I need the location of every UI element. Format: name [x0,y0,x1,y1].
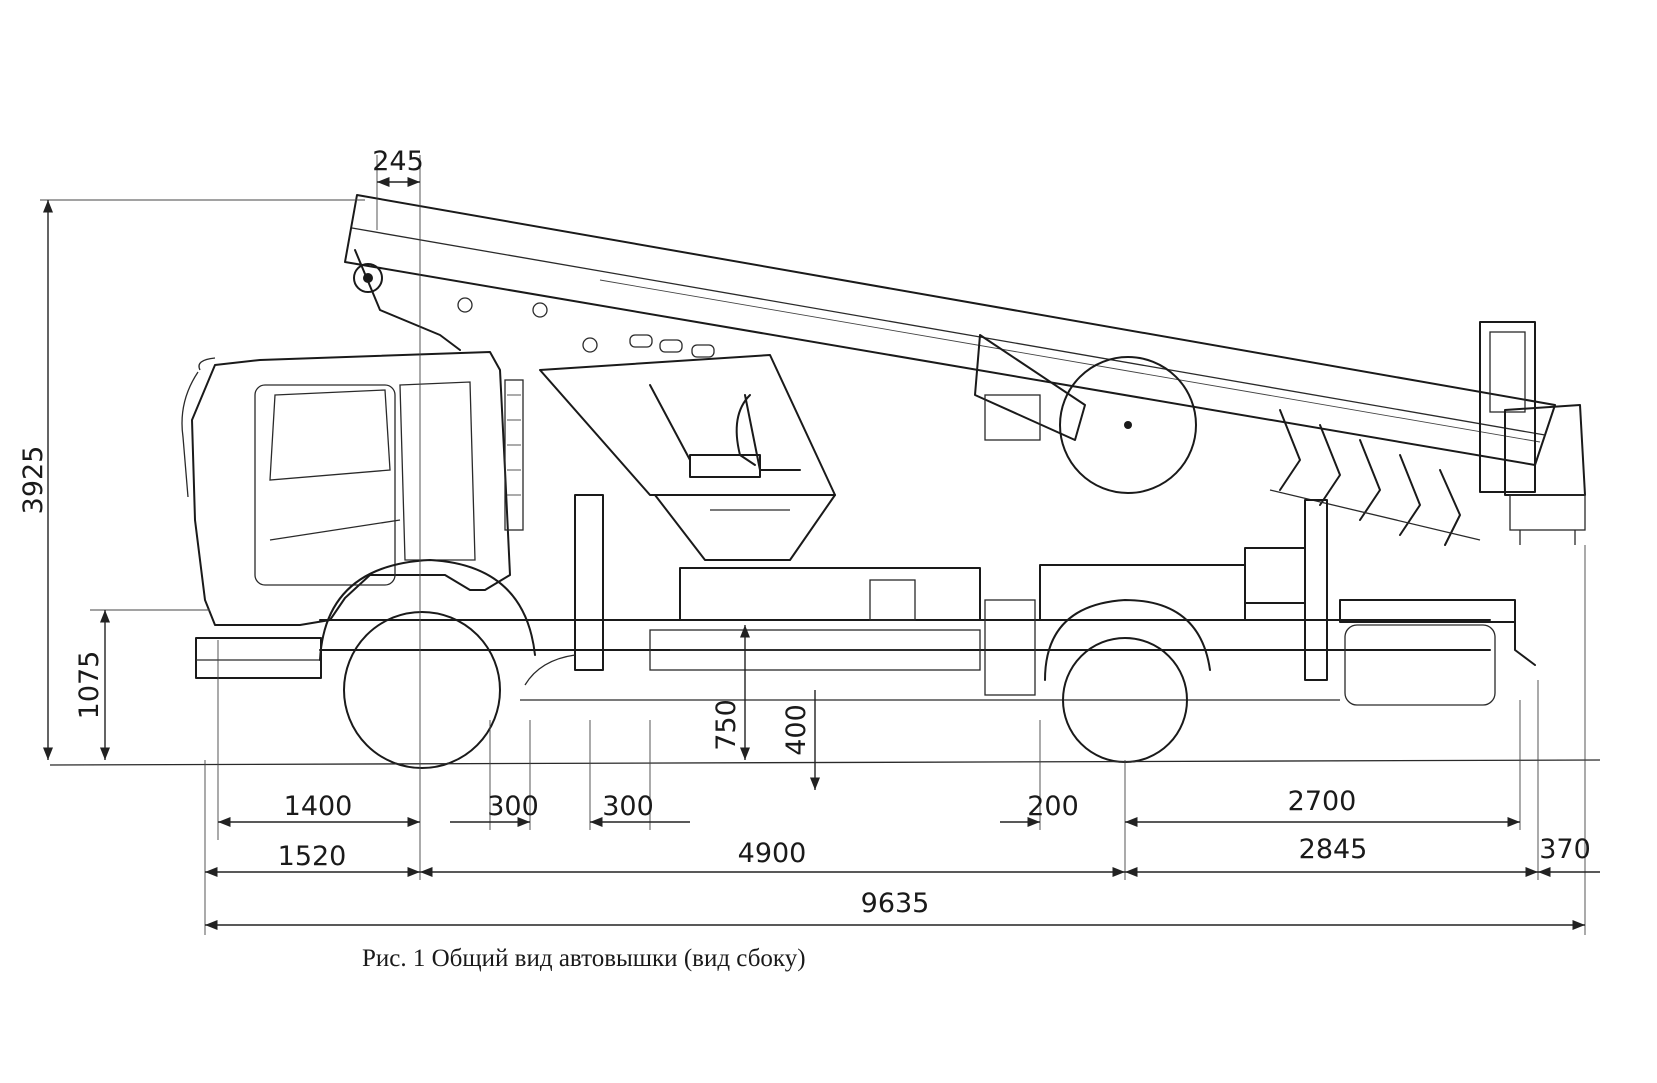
dim-245: 245 [372,146,424,177]
boom-rest-linkage [1269,409,1481,546]
dim-3925: 3925 [18,446,49,515]
figure-caption: Рис. 1 Общий вид автовышки (вид сбоку) [362,945,806,972]
telescopic-boom [344,194,1556,494]
work-basket [1479,321,1586,545]
extension-lines [40,155,1586,935]
dim-1520: 1520 [278,841,347,872]
dim-2845: 2845 [1299,834,1368,865]
boom-turret [539,354,836,561]
dim-370: 370 [1539,834,1591,865]
dim-400: 400 [781,704,812,756]
dim-200: 200 [1027,791,1079,822]
dimension-lines [42,176,1600,931]
chassis-frame [319,494,1536,706]
dim-9635: 9635 [861,888,930,919]
rear-wheel [1044,599,1211,763]
dim-1075: 1075 [74,651,105,720]
ground-line [49,759,1601,766]
dim-750: 750 [711,699,742,751]
dim-4900: 4900 [738,838,807,869]
dim-300-b: 300 [602,791,654,822]
dimension-labels: 245 3925 1075 750 400 1400 300 300 200 2… [18,146,1591,919]
dim-1400: 1400 [284,791,353,822]
front-wheel [319,559,536,769]
dim-2700: 2700 [1288,786,1357,817]
dim-300-a: 300 [487,791,539,822]
